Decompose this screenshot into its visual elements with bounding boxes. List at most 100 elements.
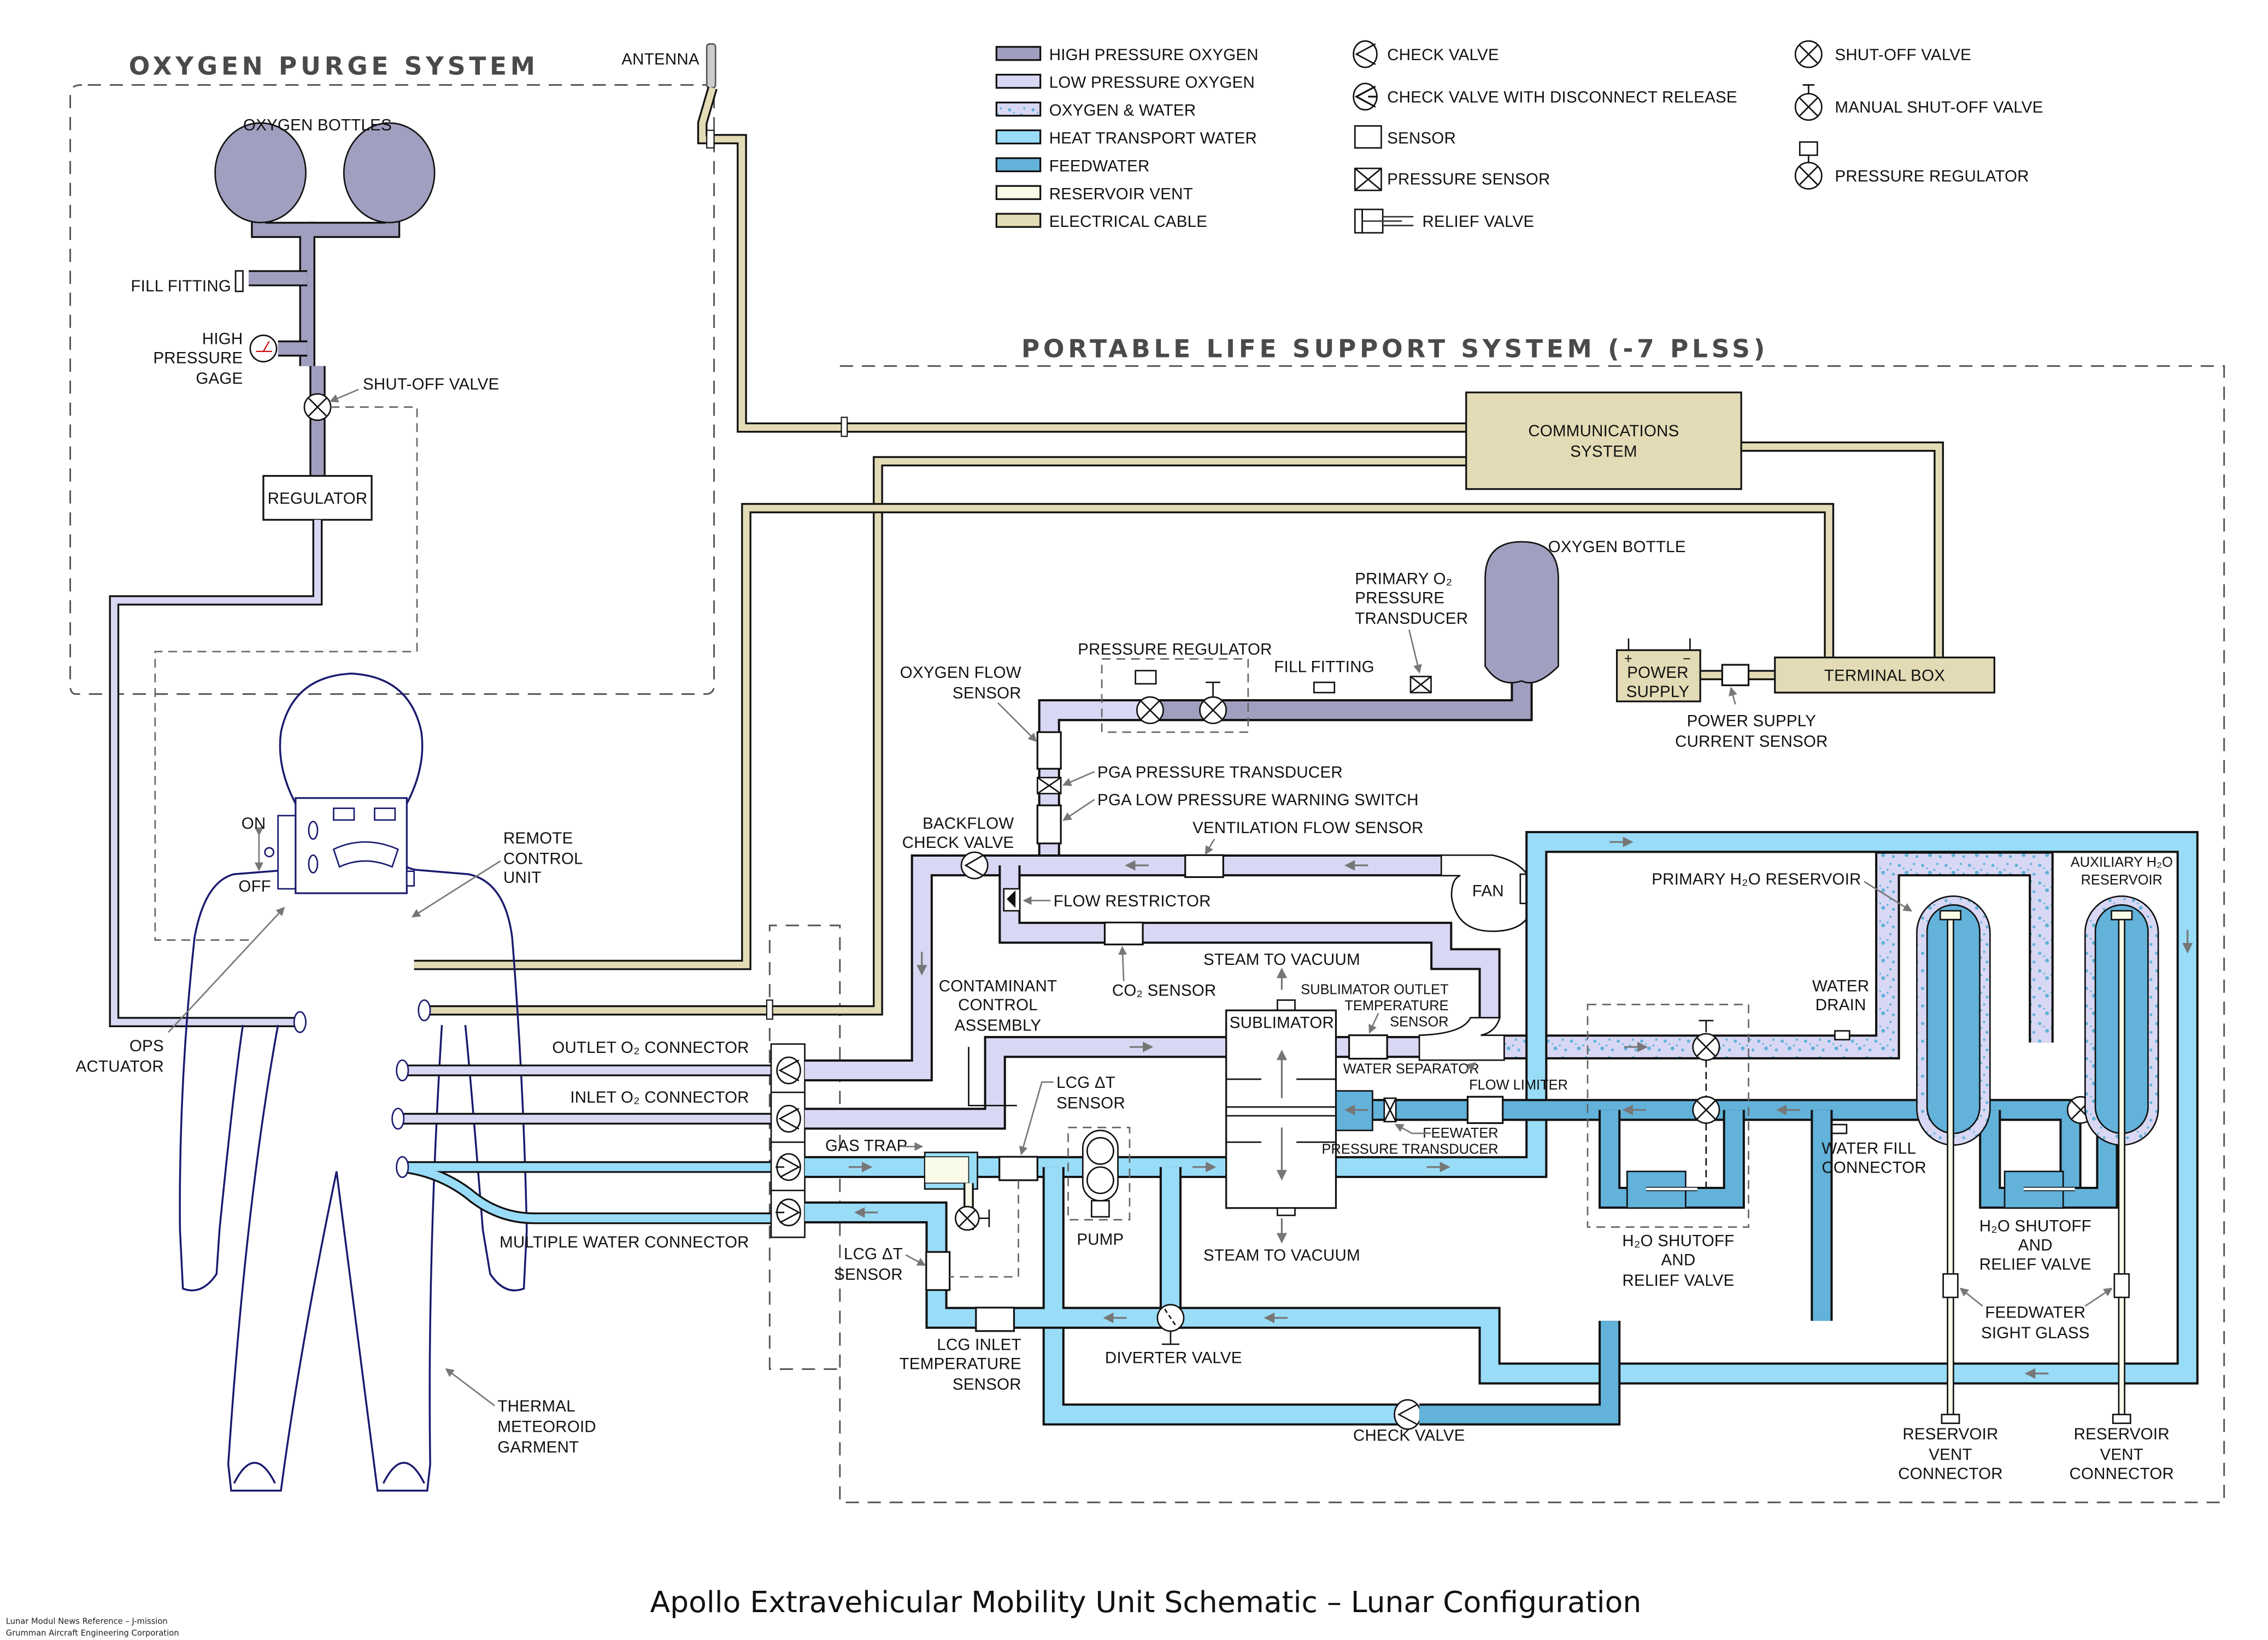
legend-swatch-reservoir-vent bbox=[995, 185, 1042, 200]
fan-label: FAN bbox=[1472, 882, 1504, 900]
shutoff-relief-1-label: RELIEF VALVE bbox=[1623, 1272, 1735, 1290]
ops-boundary bbox=[69, 84, 715, 695]
water-drain-label: WATER bbox=[1812, 977, 1869, 995]
lcg-inlet-label: LCG INLET bbox=[937, 1336, 1021, 1354]
heat-transport-loop bbox=[804, 831, 2199, 1430]
shutoff-valve-icon bbox=[1794, 40, 1823, 68]
lcg-dt-sensor-upper bbox=[998, 1156, 1038, 1181]
water-fill-connector-icon bbox=[1831, 1123, 1848, 1134]
feedwater-transducer-label: FEEWATER bbox=[1423, 1126, 1498, 1141]
communications-system-box bbox=[1465, 391, 1742, 490]
steam-to-vacuum-top-label: STEAM TO VACUUM bbox=[1203, 951, 1360, 969]
garment-label: METEOROID bbox=[497, 1418, 596, 1436]
outlet-o2-check-valve-icon[interactable] bbox=[776, 1056, 801, 1085]
shutoff-relief-2-label: AND bbox=[2018, 1236, 2053, 1254]
oxygen-bottle-2 bbox=[343, 122, 436, 224]
garment-label: THERMAL bbox=[497, 1397, 575, 1415]
ops-assembly bbox=[109, 122, 436, 1028]
oxygen-flow-sensor-label: SENSOR bbox=[953, 684, 1021, 702]
legend-label: SHUT-OFF VALVE bbox=[1835, 46, 1971, 64]
water-fill-label: WATER FILL bbox=[1822, 1140, 1916, 1158]
legend-swatch-high-pressure-oxygen bbox=[995, 46, 1042, 61]
vent-connector-1-icon bbox=[1941, 1414, 1960, 1424]
pga-pressure-transducer-icon bbox=[1036, 776, 1062, 795]
oxygen-bottles-label: OXYGEN BOTTLES bbox=[243, 116, 392, 134]
water-in-check-valve-icon[interactable] bbox=[775, 1198, 801, 1227]
legend-label: PRESSURE SENSOR bbox=[1387, 170, 1550, 188]
pga-switch-label: PGA LOW PRESSURE WARNING SWITCH bbox=[1097, 791, 1419, 809]
feedwater-transducer-label: PRESSURE TRANSDUCER bbox=[1322, 1142, 1499, 1157]
rcu-label: UNIT bbox=[503, 869, 542, 887]
sensor-icon bbox=[1354, 125, 1382, 149]
svg-text:POWER: POWER bbox=[1627, 664, 1689, 682]
primary-shutoff-valve-icon bbox=[1692, 1096, 1720, 1124]
svg-text:SUPPLY: SUPPLY bbox=[1626, 683, 1690, 701]
legend-label: HIGH PRESSURE OXYGEN bbox=[1049, 46, 1259, 64]
ops-actuator-knob[interactable] bbox=[264, 847, 275, 858]
primary-transducer-label: PRESSURE bbox=[1355, 589, 1444, 607]
legend-label: OXYGEN & WATER bbox=[1049, 102, 1196, 120]
regulator-label: REGULATOR bbox=[268, 489, 368, 507]
main-title: Apollo Extravehicular Mobility Unit Sche… bbox=[650, 1585, 1641, 1619]
shutoff-relief-1-label: H₂O SHUTOFF bbox=[1622, 1232, 1734, 1250]
legend-label: MANUAL SHUT-OFF VALVE bbox=[1835, 98, 2043, 116]
svg-text:+: + bbox=[1624, 651, 1632, 666]
legend-symbols-right: SHUT-OFF VALVE MANUAL SHUT-OFF VALVE PRE… bbox=[1794, 40, 2043, 190]
steam-to-vacuum-bottom-label: STEAM TO VACUUM bbox=[1203, 1246, 1360, 1264]
rcu-gauge-icon[interactable] bbox=[332, 841, 399, 868]
antenna-icon bbox=[706, 43, 716, 89]
antenna-label: ANTENNA bbox=[621, 50, 700, 68]
gas-trap-valve-icon bbox=[955, 1205, 990, 1231]
connector-block[interactable] bbox=[770, 1043, 806, 1238]
contaminant-label: CONTAMINANT bbox=[939, 977, 1057, 995]
fill-fitting-icon bbox=[234, 270, 244, 292]
lcg-inlet-label: SENSOR bbox=[953, 1375, 1021, 1393]
sight-glass-1 bbox=[1942, 1273, 1959, 1298]
lcg-inlet-label: TEMPERATURE bbox=[900, 1355, 1021, 1373]
on-label: ON bbox=[242, 815, 266, 833]
ops-shutoff-label: SHUT-OFF VALVE bbox=[363, 375, 500, 393]
lcg-dt-lower-label: SENSOR bbox=[834, 1266, 903, 1284]
inlet-o2-check-valve-icon[interactable] bbox=[776, 1104, 801, 1133]
backflow-check-valve-icon bbox=[960, 851, 989, 880]
plss-title: PORTABLE LIFE SUPPORT SYSTEM (-7 PLSS) bbox=[1021, 335, 1768, 364]
garment-label: GARMENT bbox=[497, 1438, 579, 1456]
rcu-indicator-1[interactable] bbox=[333, 807, 355, 821]
legend: HIGH PRESSURE OXYGEN LOW PRESSURE OXYGEN… bbox=[995, 40, 2043, 234]
shutoff-relief-2-label: H₂O SHUTOFF bbox=[1979, 1217, 2091, 1235]
off-label: OFF bbox=[238, 877, 271, 895]
water-separator-label: WATER SEPARATOR bbox=[1343, 1061, 1479, 1076]
suit-hoses bbox=[293, 999, 771, 1225]
ventilation-sensor-label: VENTILATION FLOW SENSOR bbox=[1192, 819, 1424, 837]
pressure-sensor-icon bbox=[1354, 167, 1382, 191]
rcu-label: REMOTE bbox=[503, 829, 573, 847]
water-out-check-valve-icon[interactable] bbox=[775, 1153, 801, 1181]
primary-transducer-label: TRANSDUCER bbox=[1355, 610, 1468, 628]
sublimator-sensor-label: TEMPERATURE bbox=[1344, 998, 1448, 1014]
gage-label: HIGH bbox=[202, 330, 243, 348]
vent-connector-2-label: RESERVOIR bbox=[2074, 1425, 2170, 1443]
rcu-indicator-2[interactable] bbox=[374, 807, 396, 821]
lcg-inlet-temp-sensor bbox=[975, 1307, 1015, 1332]
flow-limiter-label: FLOW LIMITER bbox=[1469, 1077, 1568, 1093]
remote-control-unit[interactable] bbox=[264, 797, 415, 894]
backflow-label: BACKFLOW bbox=[923, 815, 1014, 833]
antenna-connector bbox=[706, 130, 715, 149]
reservoirs bbox=[1916, 895, 2159, 1424]
feedwater-pressure-transducer-icon bbox=[1383, 1097, 1397, 1123]
sublimator-sensor-label: SUBLIMATOR OUTLET bbox=[1301, 982, 1448, 998]
primary-transducer-label: PRIMARY O₂ bbox=[1355, 570, 1452, 588]
plss-regulator-valve-icon bbox=[1135, 670, 1164, 724]
rcu-switch-1[interactable] bbox=[308, 821, 319, 840]
shutoff-relief-1-label: AND bbox=[1661, 1251, 1696, 1269]
svg-text:−: − bbox=[1683, 651, 1691, 666]
lcg-dt-upper-label: LCG ΔT bbox=[1056, 1074, 1115, 1092]
sublimator-outlet-temp-sensor bbox=[1348, 1034, 1388, 1060]
rcu-switch-2[interactable] bbox=[308, 854, 319, 874]
vent-connector-2-label: VENT bbox=[2100, 1446, 2143, 1464]
primary-o2-transducer-icon bbox=[1409, 676, 1432, 694]
comms-label: COMMUNICATIONS bbox=[1528, 422, 1679, 440]
legend-swatch-low-pressure-oxygen bbox=[995, 74, 1042, 89]
vent-connector-1-label: VENT bbox=[1929, 1446, 1972, 1464]
pga-low-pressure-switch bbox=[1036, 804, 1062, 845]
